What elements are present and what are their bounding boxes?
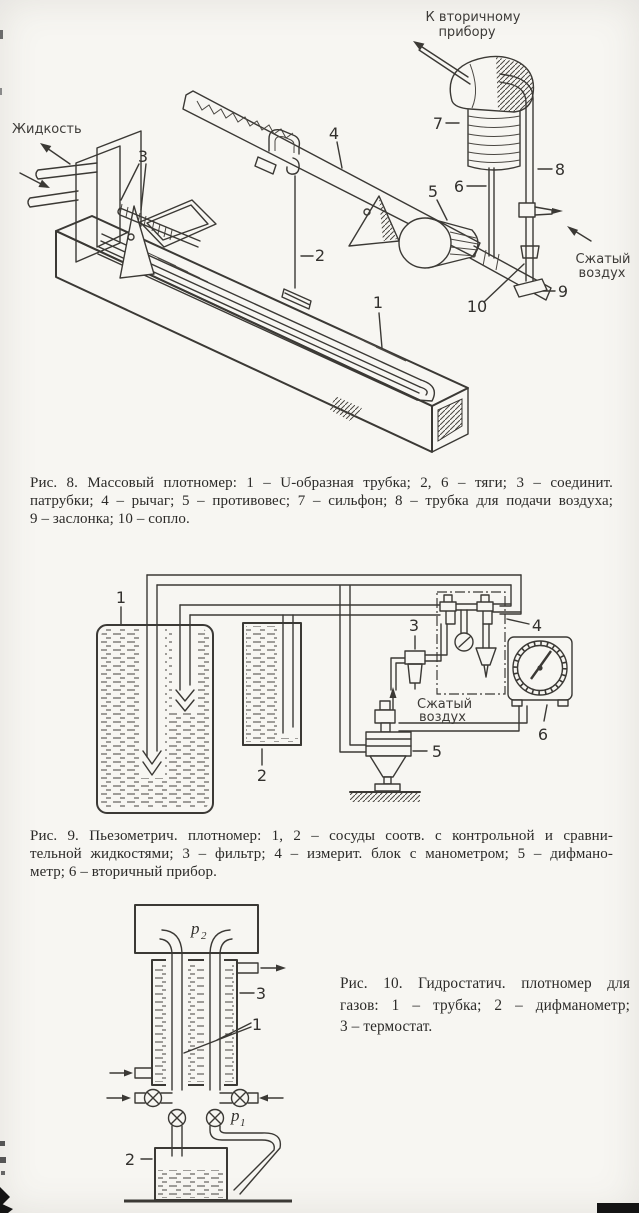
u-tube [97, 233, 436, 402]
difmanometer-5 [349, 700, 421, 802]
control-vessel-1 [96, 624, 214, 814]
caption-line: тельной жидкостями; 3 – фильтр; 4 – изме… [30, 845, 613, 862]
caption-line: метр; 6 – вторичный прибор. [30, 863, 217, 880]
fig8-num-5: 5 [428, 182, 438, 201]
figure-10-caption: Рис. 10. Гидростатич. плотномер для газо… [340, 973, 630, 1038]
fig9-num-5: 5 [432, 742, 442, 761]
fig8-num-2: 2 [315, 246, 325, 265]
caption-line: Рис. 8. Массовый плотномер: 1 – U-образн… [30, 475, 613, 491]
a-frame-stands [119, 195, 400, 279]
piezometric-piping [142, 574, 522, 776]
fig9-label-air-line2: воздух [419, 710, 466, 725]
fig10-part-numbers: 3 1 2 [125, 984, 266, 1169]
counterweight [398, 217, 479, 269]
figure-10-drawing: p 2 [106, 904, 292, 1203]
fig8-part-numbers: 1 2 3 4 5 6 7 8 9 10 [120, 114, 568, 349]
figure-8-drawing: Жидкость К вторичному прибору Сжатый воз… [12, 10, 631, 453]
figure-8-caption: Рис. 8. Массовый плотномер: 1 – U-образн… [30, 475, 613, 528]
upper-chamber: p 2 [134, 904, 259, 954]
flow-stubs-arrows [106, 962, 286, 1104]
fig10-num-1: 1 [252, 1015, 262, 1034]
caption-line: 3 – термостат. [340, 1018, 433, 1035]
fig8-label-air-line2: воздух [579, 266, 626, 281]
fig8-num-10: 10 [467, 297, 487, 316]
fig10-label-p1: p [230, 1106, 240, 1125]
figure-9-caption: Рис. 9. Пьезометрич. плотномер: 1, 2 – с… [30, 828, 613, 881]
fig8-num-4: 4 [329, 124, 339, 143]
caption-line: 9 – заслонка; 10 – сопло. [30, 510, 190, 527]
fig9-num-6: 6 [538, 725, 548, 744]
fig8-num-1: 1 [373, 293, 383, 312]
fig9-label-air-line1: Сжатый [417, 697, 472, 712]
channel-beam [55, 215, 469, 453]
fig9-num-4: 4 [532, 616, 542, 635]
caption-line: патрубки; 4 – рычаг; 5 – противовес; 7 –… [30, 492, 613, 509]
air-tube-nozzle [499, 73, 592, 298]
fig8-num-9: 9 [558, 282, 568, 301]
fig10-label-p2: p [190, 919, 200, 938]
fig10-num-3: 3 [256, 984, 266, 1003]
tie-rod-2 [286, 157, 300, 289]
liquid-flow-arrows [19, 143, 71, 188]
fig9-num-1: 1 [116, 588, 126, 607]
difmanometer-2 [124, 1125, 292, 1203]
measuring-block-4 [436, 591, 522, 695]
secondary-gauge-6 [398, 636, 573, 732]
fig9-part-numbers: 1 2 3 4 5 6 [116, 588, 548, 785]
valves [143, 1088, 250, 1128]
caption-line: газов: 1 – трубка; 2 – дифманометр; [340, 996, 630, 1014]
fig8-label-liquid: Жидкость [12, 122, 82, 137]
fig8-label-air-line1: Сжатый [575, 252, 630, 267]
fig10-label-p2-sub: 2 [201, 930, 207, 942]
measuring-tubes-1 [159, 929, 233, 1157]
fig8-num-8: 8 [555, 160, 565, 179]
fig8-label-secondary-line1: К вторичному [426, 10, 521, 25]
fig9-num-3: 3 [409, 616, 419, 635]
caption-line: Рис. 10. Гидростатич. плотномер для [340, 975, 630, 992]
bellows [413, 41, 535, 171]
connector-trough [117, 199, 217, 248]
fig8-num-7: 7 [433, 114, 443, 133]
fig10-label-p1-sub: 1 [240, 1117, 246, 1129]
fig8-num-3: 3 [138, 147, 148, 166]
figure-9-drawing: 1 2 3 4 5 6 Сжатый воздух [96, 574, 573, 814]
fig9-num-2: 2 [257, 766, 267, 785]
caption-line: Рис. 9. Пьезометрич. плотномер: 1, 2 – с… [30, 828, 613, 844]
fig8-num-6: 6 [454, 177, 464, 196]
fig10-num-2: 2 [125, 1150, 135, 1169]
fig8-label-secondary-line2: прибору [438, 25, 495, 40]
thermostat-vessel-3 [151, 956, 238, 1090]
air-filter-3 [389, 623, 448, 713]
